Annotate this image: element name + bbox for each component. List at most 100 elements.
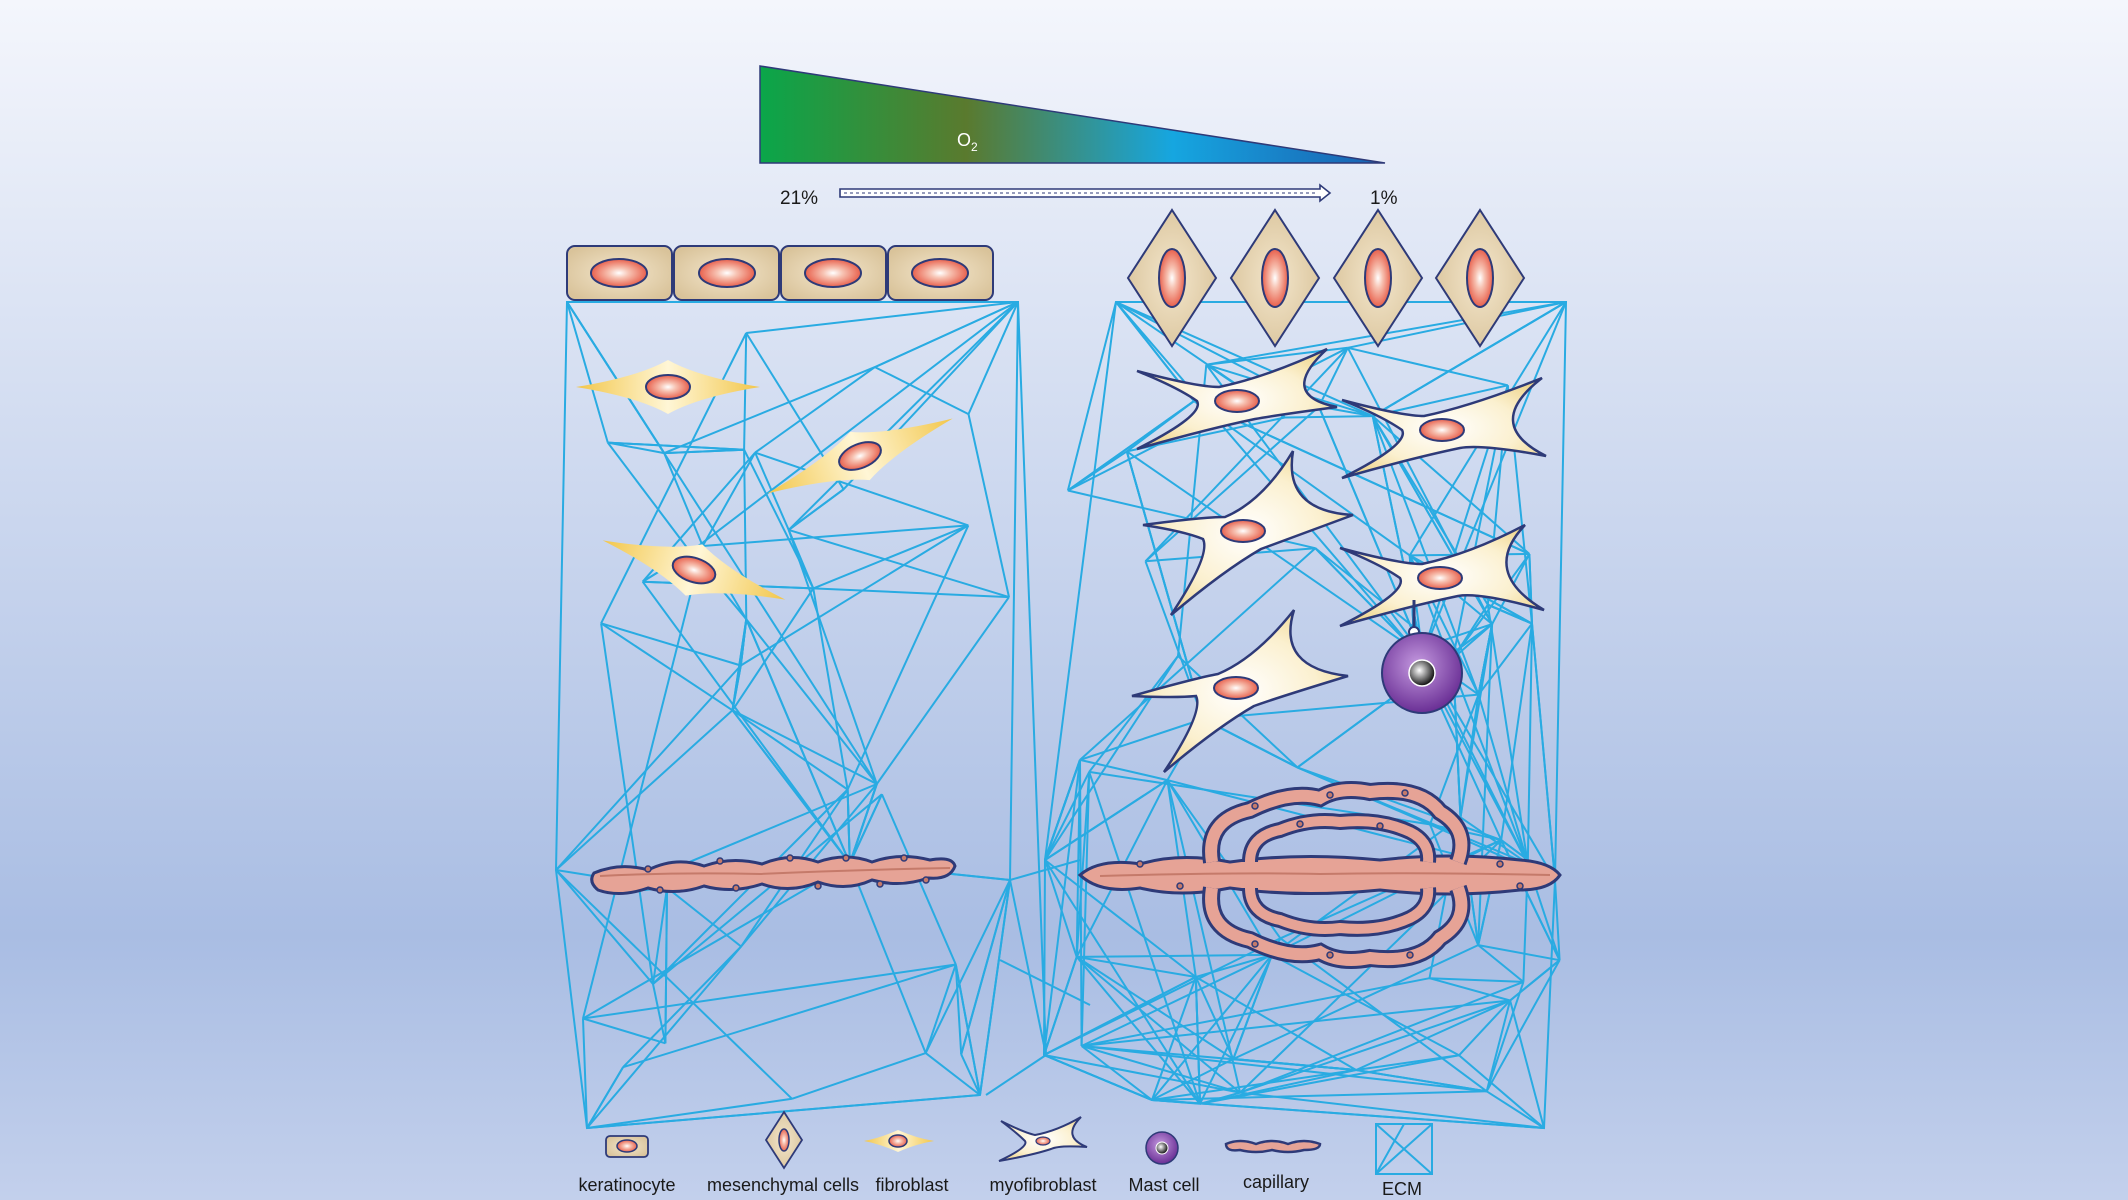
ecm-fiber [1239, 980, 1524, 1094]
ecm-fiber [985, 1054, 1047, 1096]
myofibroblast [1341, 376, 1547, 480]
legend-keratinocyte-label: keratinocyte [578, 1175, 675, 1195]
ecm-fiber [1485, 981, 1525, 1092]
ecm-fiber [1044, 771, 1091, 861]
ecm-fiber [586, 1097, 793, 1129]
ecm-fiber [1239, 999, 1511, 1094]
ecm-fiber [1076, 955, 1196, 978]
oxygen-arrow [839, 183, 1332, 203]
ecm-fiber [1079, 759, 1083, 1047]
ecm-fiber [1080, 771, 1091, 1047]
ecm-fiber [1554, 879, 1561, 961]
oxygen-start-value: 21% [780, 188, 818, 209]
keratinocyte [887, 245, 994, 301]
legend-myofibroblast: myofibroblast [989, 1116, 1097, 1195]
ecm-fiber [1509, 1000, 1545, 1129]
ecm-fiber [1166, 779, 1242, 1093]
ecm-fiber [555, 709, 734, 871]
ecm-fiber [555, 869, 793, 1100]
ecm-fiber [1408, 555, 1529, 864]
mesenchymal-cell [1434, 208, 1526, 348]
ecm-fiber [1043, 976, 1197, 1056]
legend-mast-cell-label: Mast cell [1128, 1175, 1199, 1195]
ecm-fiber [1318, 347, 1349, 408]
ecm-fiber [701, 452, 756, 547]
ecm-fiber [1279, 937, 1488, 1093]
ecm-fiber [1194, 976, 1201, 1104]
ecm-fiber [1477, 694, 1529, 864]
legend: keratinocyte mesenchymal cells fibroblas… [578, 1110, 1433, 1199]
ecm-fiber [813, 587, 1010, 599]
fibroblast [576, 360, 760, 414]
ecm-fiber [641, 581, 851, 865]
ecm-fiber [1151, 1099, 1545, 1129]
legend-mesenchymal-label: mesenchymal cells [707, 1175, 859, 1195]
ecm-fiber [566, 301, 666, 454]
ecm-fiber [1526, 623, 1533, 864]
ecm-fiber [743, 332, 748, 450]
ecm-fiber [1044, 759, 1081, 861]
ecm-fiber [848, 793, 883, 864]
ecm-fiber [1195, 976, 1357, 1071]
ecm-fiber [1151, 1069, 1357, 1101]
ecm-fiber [622, 945, 742, 1068]
ecm-fiber [1043, 1054, 1241, 1094]
ecm-fiber [1458, 1054, 1545, 1129]
ecm-fiber [1009, 879, 1047, 1056]
ecm-fiber [1193, 400, 1530, 555]
ecm-fiber [600, 623, 654, 985]
oxygen-end-value: 1% [1370, 188, 1398, 209]
ecm-fiber [787, 301, 1019, 531]
ecm-fiber [787, 529, 878, 785]
ecm-fiber [566, 301, 609, 443]
ecm-fiber [874, 301, 1019, 369]
ecm-fiber [622, 963, 957, 1069]
keratinocyte-row-left [566, 245, 994, 301]
ecm-fiber [1284, 415, 1373, 419]
ecm-fiber [607, 441, 745, 451]
myofibroblast [1142, 450, 1354, 616]
mesenchymal-cell-row [1126, 208, 1526, 348]
ecm-fiber [1477, 623, 1494, 695]
ecm-fiber [1075, 771, 1091, 957]
ecm-fiber [1115, 301, 1416, 651]
ecm-fiber [1044, 859, 1201, 1105]
ecm-fiber [754, 451, 969, 527]
legend-keratinocyte: keratinocyte [578, 1135, 676, 1195]
ecm-fiber [1081, 953, 1273, 1047]
legend-capillary-icon [1224, 1139, 1322, 1154]
ecm-fiber [663, 452, 704, 547]
ecm-fiber [1081, 977, 1430, 1047]
ecm-fiber [582, 1018, 588, 1129]
ecm-fiber [1232, 954, 1273, 1060]
ecm-fiber [846, 789, 851, 864]
ecm-fiber [666, 886, 742, 948]
ecm-fiber [702, 524, 969, 547]
ecm-fiber [924, 964, 957, 1054]
ecm-fiber [731, 709, 851, 865]
legend-ecm: ECM [1375, 1123, 1433, 1199]
ecm-fiber [1314, 547, 1416, 651]
ecm-fiber [664, 448, 745, 455]
mesenchymal-cell [1126, 208, 1218, 348]
legend-mesenchymal: mesenchymal cells [707, 1110, 859, 1195]
ecm-fiber [967, 413, 1010, 598]
keratinocyte [566, 245, 673, 301]
ecm-fiber [1355, 1054, 1460, 1071]
ecm-fiber [1459, 816, 1529, 865]
ecm-fiber [1355, 999, 1511, 1071]
mesenchymal-cell [1229, 208, 1321, 348]
ecm-fiber [732, 709, 878, 785]
legend-mast-cell: Mast cell [1128, 1131, 1200, 1195]
oxygen-label: O2 [957, 130, 978, 154]
ecm-fiber [754, 366, 876, 454]
ecm-fiber [979, 879, 1011, 1096]
ecm-fiber [1067, 400, 1195, 492]
mesenchymal-cell [1332, 208, 1424, 348]
ecm-fiber [1485, 959, 1561, 1092]
ecm-fiber [1355, 1069, 1487, 1093]
ecm-fiber [1194, 976, 1235, 1060]
ecm-fiber [1076, 953, 1272, 958]
ecm-fiber [1477, 622, 1533, 696]
